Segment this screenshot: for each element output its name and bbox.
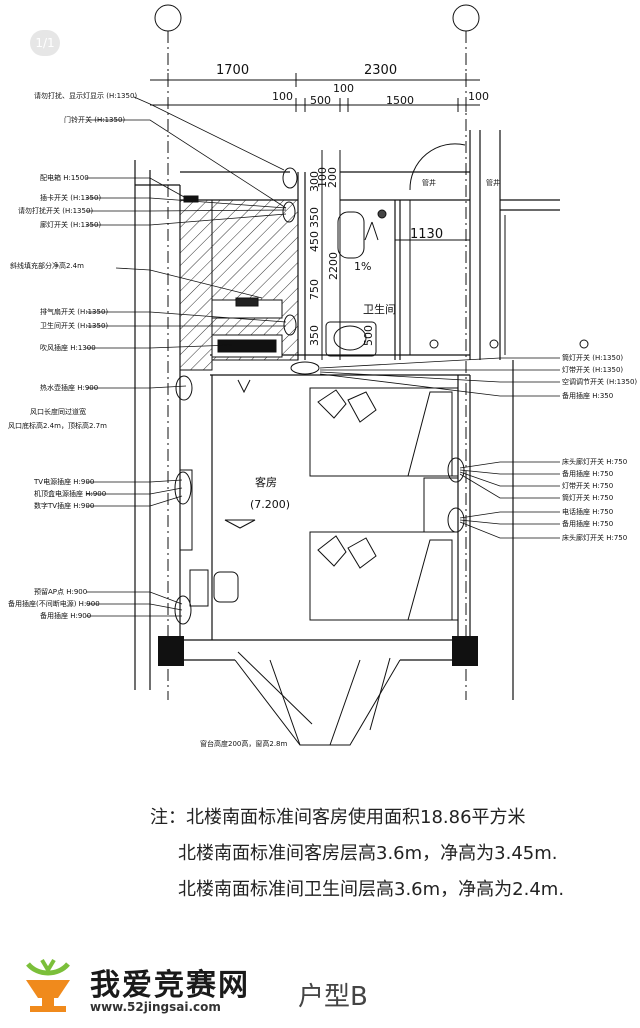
label-r-lightstrip: 灯带开关 (H:1350) <box>562 365 623 374</box>
toilet <box>337 211 365 259</box>
window-note: 窗台高度200高，窗高2.8m <box>200 739 287 748</box>
bed-1 <box>309 387 459 477</box>
dim-v-300: 300 <box>308 171 321 192</box>
label-r-spare-2: 备用插座 H:750 <box>562 519 613 528</box>
left-leaders <box>86 96 287 617</box>
label-digital-tv: 数字TV插座 H:900 <box>34 501 94 510</box>
note-line-2: 北楼南面标准间客房层高3.6m，净高为3.45m. <box>178 843 558 864</box>
vertical-dimensions: 300 100 200 350 450 750 2200 350 500 <box>308 167 375 346</box>
label-doorbell: 门铃开关 (H:1350) <box>64 115 125 124</box>
dim-v-350-b: 350 <box>308 325 321 346</box>
right-leaders <box>319 357 560 539</box>
label-ups-socket: 备用插座(不间断电源) H:900 <box>8 599 100 608</box>
label-r-spare-1: 备用插座 H:750 <box>562 469 613 478</box>
label-r-phone: 电话插座 H:750 <box>562 507 613 516</box>
page-badge: 1/1 <box>30 30 60 56</box>
window-bay <box>234 651 401 746</box>
dim-v-450: 450 <box>308 231 321 252</box>
label-ap-point: 预留AP点 H:900 <box>34 587 87 596</box>
trophy-icon <box>26 958 70 1012</box>
brand-logo: 我爱竞赛网 www.52jingsai.com <box>18 958 258 1018</box>
label-r-strip: 灯带开关 H:750 <box>562 481 613 490</box>
label-settop-power: 机顶盒电源插座 H:900 <box>34 489 106 498</box>
label-exhaust-switch: 排气扇开关 (H:1350) <box>40 307 108 316</box>
desk-area <box>179 379 256 607</box>
room-shaft-1: 管井 <box>422 178 436 187</box>
notes-block: 注：北楼南面标准间客房使用面积18.86平方米 北楼南面标准间客房层高3.6m，… <box>150 800 630 908</box>
unit-type-label: 户型B <box>298 982 368 1012</box>
hatched-zone <box>211 199 299 361</box>
note-line-3: 北楼南面标准间卫生间层高3.6m，净高为2.4m. <box>178 879 565 900</box>
dim-v-100: 100 <box>316 167 329 188</box>
right-label-group: 筒灯开关 (H:1350) 灯带开关 (H:1350) 空调调节开关 (H:13… <box>562 353 637 542</box>
label-spare-socket: 备用插座 H:900 <box>40 611 91 620</box>
dim-v-350: 350 <box>308 207 321 228</box>
desk <box>189 569 209 607</box>
label-corridor-light: 廊灯开关 (H:1350) <box>40 220 101 229</box>
dim-1700: 1700 <box>216 63 249 78</box>
brand-url: www.52jingsai.com <box>90 1000 221 1014</box>
axis-markers <box>154 4 480 700</box>
room-area: (7.200) <box>250 498 290 511</box>
left-label-group: 请勿打扰、显示灯显示 (H:1350) 门铃开关 (H:1350) 配电箱 H:… <box>8 91 137 620</box>
label-dnd-display: 请勿打扰、显示灯显示 (H:1350) <box>34 91 137 100</box>
shaft-markers <box>409 200 589 355</box>
label-r-downlight: 筒灯开关 (H:1350) <box>562 353 623 362</box>
room-shaft-2: 管井 <box>486 178 500 187</box>
label-r-bedside-1: 床头廊灯开关 H:750 <box>562 457 627 466</box>
axis-circle-right <box>452 4 480 32</box>
label-hatch-height: 斜线填充部分净高2.4m <box>10 261 84 270</box>
bathroom-fixtures <box>325 143 466 357</box>
wash-basin <box>325 321 377 357</box>
dimension-lines <box>150 73 480 360</box>
label-r-downlight-750: 筒灯开关 H:750 <box>562 493 613 502</box>
dim-1130: 1130 <box>410 227 443 242</box>
label-vent-height: 风口底标高2.4m，顶标高2.7m <box>8 421 107 430</box>
label-card-switch: 插卡开关 (H:1350) <box>40 193 101 202</box>
note-line-1: 注：北楼南面标准间客房使用面积18.86平方米 <box>150 807 526 828</box>
dim-100-b: 100 <box>333 82 354 95</box>
tv-cabinet <box>179 469 193 551</box>
label-dnd-switch: 请勿打扰开关 (H:1350) <box>18 206 93 215</box>
room-guest: 客房 <box>255 475 277 489</box>
axis-circle-left <box>154 4 182 32</box>
brand-name: 我爱竞赛网 <box>90 968 250 1003</box>
nightstand <box>423 477 459 533</box>
door-swing-top <box>409 143 466 191</box>
label-r-spare-350: 备用插座 H:350 <box>562 391 613 400</box>
floor-drain <box>377 209 387 219</box>
dim-100-c: 100 <box>468 90 489 103</box>
chair <box>213 571 239 603</box>
label-r-ac: 空调调节开关 (H:1350) <box>562 377 637 386</box>
column-left <box>158 636 184 666</box>
label-r-bedside-2: 床头廊灯开关 H:750 <box>562 533 627 542</box>
label-distribution-box: 配电箱 H:1500 <box>40 173 89 182</box>
dim-100-a: 100 <box>272 90 293 103</box>
dim-v-200: 200 <box>326 167 339 188</box>
room-bathroom: 卫生间 <box>363 302 396 316</box>
label-bathroom-switch: 卫生间开关 (H:1350) <box>40 321 108 330</box>
wardrobe <box>211 297 283 358</box>
dim-v-750: 750 <box>308 279 321 300</box>
label-kettle-socket: 热水壶插座 H:900 <box>40 383 98 392</box>
label-tv-power: TV电源插座 H:900 <box>33 477 94 486</box>
bed-2 <box>309 531 459 621</box>
dim-v-2200: 2200 <box>327 252 340 280</box>
dim-2300: 2300 <box>364 63 397 78</box>
beds <box>309 387 459 621</box>
floor-slope: 1% <box>354 260 371 273</box>
label-hairdryer-socket: 吹风插座 H:1300 <box>40 343 96 352</box>
wardrobe-hatch <box>179 199 213 371</box>
dim-500: 500 <box>310 94 331 107</box>
dim-1500: 1500 <box>386 94 414 107</box>
label-vent-length: 风口长度同过道宽 <box>30 407 86 416</box>
column-right <box>452 636 478 666</box>
dim-v-500: 500 <box>362 325 375 346</box>
